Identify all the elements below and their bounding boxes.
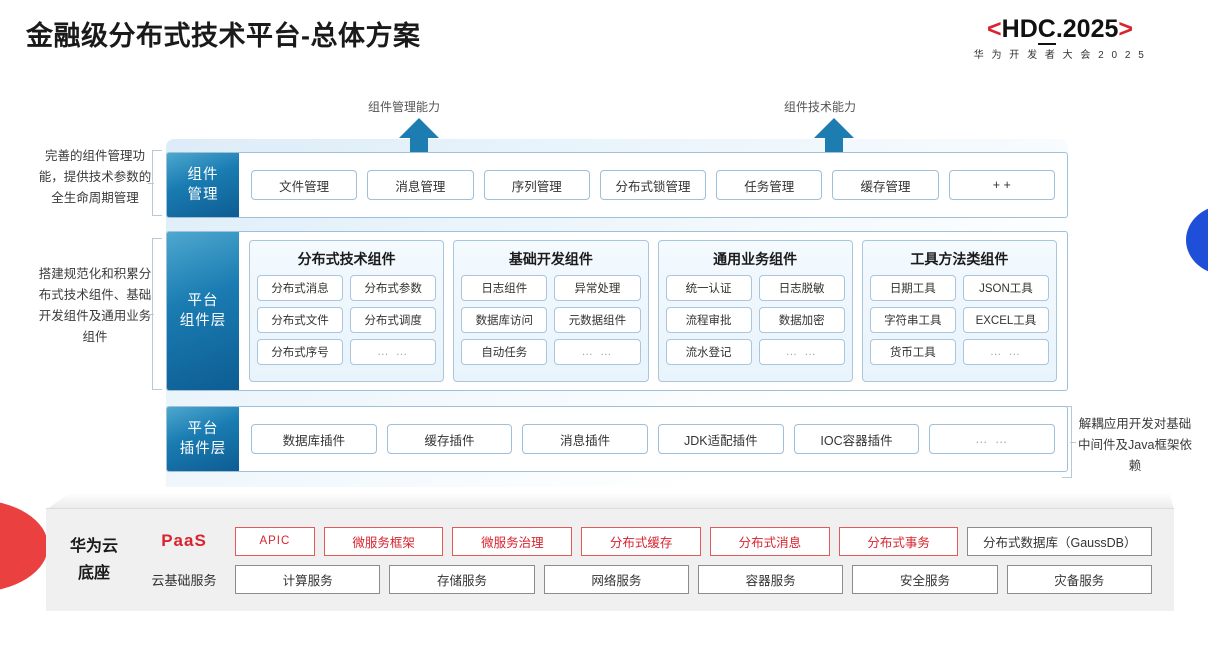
mini-string-tool[interactable]: 字符串工具 (869, 307, 956, 333)
chip-more-plus[interactable]: + + (948, 170, 1055, 200)
layer-label-platform-plugin: 平台 插件层 (167, 407, 239, 471)
infra-label: 云基础服务 (151, 572, 217, 588)
layer-body-platform-plugin: 数据库插件 缓存插件 消息插件 JDK适配插件 IOC容器插件 … … (239, 407, 1067, 471)
logo-d: D (1019, 15, 1038, 43)
mini-more-dots-4[interactable]: … … (962, 339, 1049, 365)
paas-item-distributed-cache[interactable]: 分布式缓存 (581, 526, 701, 556)
cloud-base-rows: PaaS APIC 微服务框架 微服务治理 分布式缓存 分布式消息 分布式事务 … (142, 526, 1174, 594)
mini-date-tool[interactable]: 日期工具 (869, 275, 956, 301)
cloud-base-slab-top-bevel (46, 494, 1174, 510)
mini-database-access[interactable]: 数据库访问 (461, 307, 548, 333)
logo-bracket-left-icon: < (987, 15, 1002, 43)
logo-c: C (1037, 15, 1056, 45)
logo-h: H (1001, 15, 1020, 43)
infra-row: 云基础服务 计算服务 存储服务 网络服务 容器服务 安全服务 灾备服务 (142, 564, 1152, 594)
infra-item-storage[interactable]: 存储服务 (389, 564, 535, 594)
chip-distributed-lock-management[interactable]: 分布式锁管理 (599, 170, 707, 200)
group-title-basic-development: 基础开发组件 (508, 251, 593, 267)
chip-cache-plugin[interactable]: 缓存插件 (386, 424, 513, 454)
mini-data-encryption[interactable]: 数据加密 (758, 307, 845, 333)
group-grid-distributed-technology: 分布式消息 分布式参数 分布式文件 分布式调度 分布式序号 … … (257, 275, 437, 365)
paas-row: PaaS APIC 微服务框架 微服务治理 分布式缓存 分布式消息 分布式事务 … (142, 526, 1152, 556)
chip-file-management[interactable]: 文件管理 (251, 170, 358, 200)
chip-ioc-container-plugin[interactable]: IOC容器插件 (793, 424, 920, 454)
paas-item-distributed-database[interactable]: 分布式数据库（GaussDB） (967, 526, 1152, 556)
hdc-logo: <HDC.2025> 华 为 开 发 者 大 会 2 0 2 5 (930, 15, 1190, 62)
cloud-base-slab: 华为云 底座 PaaS APIC 微服务框架 微服务治理 分布式缓存 分布式消息… (46, 508, 1174, 611)
infra-item-container[interactable]: 容器服务 (697, 564, 844, 594)
paas-item-microservice-governance[interactable]: 微服务治理 (452, 526, 573, 556)
mini-log-desensitization[interactable]: 日志脱敏 (758, 275, 845, 301)
red-wedge-decoration (0, 500, 48, 592)
layer-platform-plugin: 平台 插件层 数据库插件 缓存插件 消息插件 JDK适配插件 IOC容器插件 …… (166, 406, 1068, 472)
logo-rest: .2025 (1055, 15, 1119, 43)
platform-component-groups: 分布式技术组件 分布式消息 分布式参数 分布式文件 分布式调度 分布式序号 … … (239, 232, 1067, 390)
bracket-left-top (148, 150, 162, 216)
mini-currency-tool[interactable]: 货币工具 (869, 339, 956, 365)
group-title-distributed-technology: 分布式技术组件 (297, 251, 396, 267)
mini-unified-auth[interactable]: 统一认证 (665, 275, 752, 301)
paas-item-distributed-transaction[interactable]: 分布式事务 (838, 526, 959, 556)
cloud-base-title: 华为云 底座 (69, 538, 118, 582)
group-grid-tool-method: 日期工具 JSON工具 字符串工具 EXCEL工具 货币工具 … … (869, 275, 1049, 365)
arrow-label-component-technology: 组件技术能力 (784, 100, 857, 114)
infra-item-network[interactable]: 网络服务 (543, 564, 689, 594)
mini-distributed-scheduling[interactable]: 分布式调度 (350, 307, 437, 333)
mini-distributed-file[interactable]: 分布式文件 (257, 307, 344, 333)
mini-metadata-component[interactable]: 元数据组件 (554, 307, 641, 333)
group-tool-method: 工具方法类组件 日期工具 JSON工具 字符串工具 EXCEL工具 货币工具 …… (861, 240, 1057, 382)
group-distributed-technology: 分布式技术组件 分布式消息 分布式参数 分布式文件 分布式调度 分布式序号 … … (249, 240, 445, 382)
mini-excel-tool[interactable]: EXCEL工具 (962, 307, 1049, 333)
layer-label-component-management: 组件 管理 (167, 153, 239, 217)
arrow-label-component-management: 组件管理能力 (368, 100, 441, 114)
infra-item-disaster-recovery[interactable]: 灾备服务 (1006, 564, 1152, 594)
mini-auto-task[interactable]: 自动任务 (461, 339, 548, 365)
mini-log-component[interactable]: 日志组件 (461, 275, 548, 301)
mini-exception-handling[interactable]: 异常处理 (554, 275, 641, 301)
mini-distributed-parameter[interactable]: 分布式参数 (350, 275, 437, 301)
layer-label-platform-component: 平台 组件层 (167, 232, 239, 390)
mini-process-approval[interactable]: 流程审批 (665, 307, 752, 333)
group-title-tool-method: 工具方法类组件 (910, 251, 1009, 267)
layer-platform-component: 平台 组件层 分布式技术组件 分布式消息 分布式参数 分布式文件 分布式调度 分… (166, 231, 1068, 391)
paas-item-distributed-message[interactable]: 分布式消息 (709, 526, 830, 556)
hdc-logo-subtitle: 华 为 开 发 者 大 会 2 0 2 5 (973, 50, 1147, 62)
mini-json-tool[interactable]: JSON工具 (962, 275, 1049, 301)
chip-message-plugin[interactable]: 消息插件 (522, 424, 649, 454)
chip-sequence-management[interactable]: 序列管理 (483, 170, 590, 200)
bracket-left-bottom (148, 238, 162, 390)
side-note-left-bottom: 搭建规范化和积累分布式技术组件、基础开发组件及通用业务组件 (38, 267, 152, 344)
mini-transaction-record[interactable]: 流水登记 (665, 339, 752, 365)
infra-item-security[interactable]: 安全服务 (852, 564, 998, 594)
hdc-logo-main: <HDC.2025> (930, 15, 1190, 45)
side-note-right: 解耦应用开发对基础中间件及Java框架依赖 (1078, 417, 1192, 473)
infra-item-compute[interactable]: 计算服务 (235, 564, 381, 594)
chip-message-management[interactable]: 消息管理 (367, 170, 474, 200)
paas-item-apic[interactable]: APIC (235, 526, 315, 556)
chip-more-dots-plugin[interactable]: … … (929, 424, 1056, 454)
mini-more-dots-3[interactable]: … … (758, 339, 845, 365)
layer-component-management: 组件 管理 文件管理 消息管理 序列管理 分布式锁管理 任务管理 缓存管理 + … (166, 152, 1068, 218)
side-note-left-top: 完善的组件管理功能，提供技术参数的全生命周期管理 (38, 149, 152, 205)
page-title: 金融级分布式技术平台-总体方案 (26, 21, 421, 51)
mini-more-dots-2[interactable]: … … (554, 339, 641, 365)
paas-label: PaaS (161, 531, 207, 550)
logo-bracket-right-icon: > (1118, 15, 1133, 43)
group-common-business: 通用业务组件 统一认证 日志脱敏 流程审批 数据加密 流水登记 … … (657, 240, 853, 382)
blue-lens-decoration (1186, 205, 1208, 275)
group-grid-basic-development: 日志组件 异常处理 数据库访问 元数据组件 自动任务 … … (461, 275, 641, 365)
chip-task-management[interactable]: 任务管理 (716, 170, 823, 200)
layer-body-component-management: 文件管理 消息管理 序列管理 分布式锁管理 任务管理 缓存管理 + + (239, 153, 1067, 217)
group-title-common-business: 通用业务组件 (713, 251, 798, 267)
chip-jdk-adapter-plugin[interactable]: JDK适配插件 (658, 424, 784, 454)
group-basic-development: 基础开发组件 日志组件 异常处理 数据库访问 元数据组件 自动任务 … … (453, 240, 649, 382)
chip-cache-management[interactable]: 缓存管理 (832, 170, 939, 200)
mini-more-dots-1[interactable]: … … (350, 339, 437, 365)
group-grid-common-business: 统一认证 日志脱敏 流程审批 数据加密 流水登记 … … (665, 275, 845, 365)
mini-distributed-sequence[interactable]: 分布式序号 (257, 339, 344, 365)
chip-database-plugin[interactable]: 数据库插件 (251, 424, 377, 454)
mini-distributed-message[interactable]: 分布式消息 (257, 275, 344, 301)
paas-item-microservice-framework[interactable]: 微服务框架 (323, 526, 444, 556)
